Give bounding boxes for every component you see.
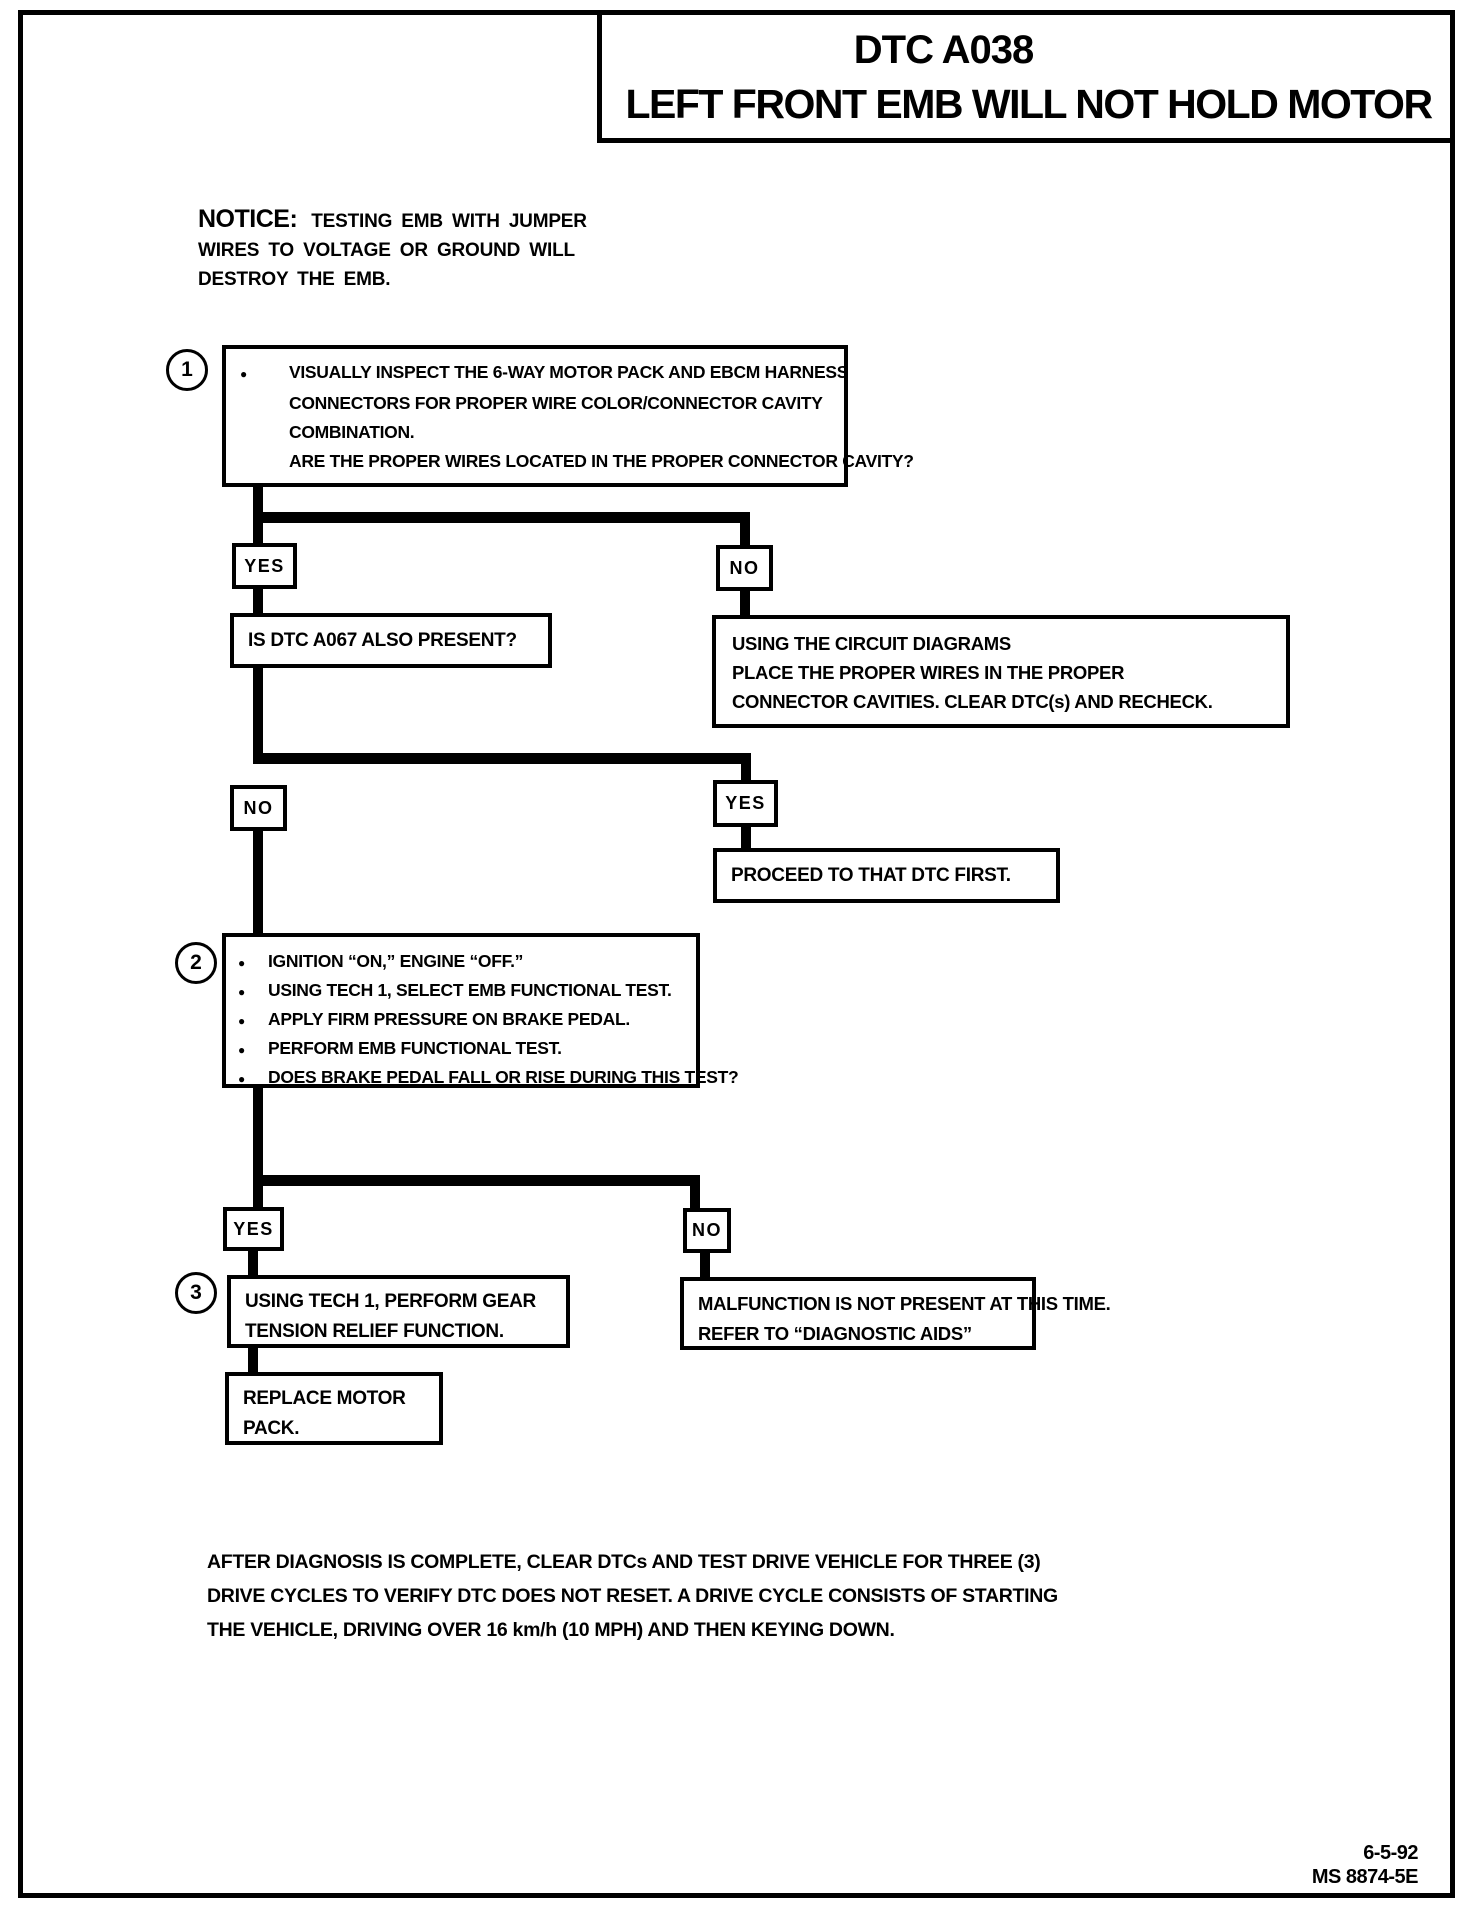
bottom-note-line: THE VEHICLE, DRIVING OVER 16 km/h (10 MP…	[207, 1619, 895, 1641]
step3-box: USING TECH 1, PERFORM GEAR TENSION RELIE…	[227, 1275, 570, 1348]
circuit-fix-line: CONNECTOR CAVITIES. CLEAR DTC(s) AND REC…	[732, 691, 1213, 712]
step2-box: ● IGNITION “ON,” ENGINE “OFF.” ● USING T…	[222, 933, 739, 1088]
step2-bullet: APPLY FIRM PRESSURE ON BRAKE PEDAL.	[268, 1009, 630, 1029]
page-subtitle: LEFT FRONT EMB WILL NOT HOLD MOTOR	[625, 81, 1433, 127]
circuit-fix-line: USING THE CIRCUIT DIAGRAMS	[732, 633, 1011, 654]
bottom-note-line: DRIVE CYCLES TO VERIFY DTC DOES NOT RESE…	[207, 1585, 1058, 1607]
connector-line	[253, 589, 263, 613]
proceed-box: PROCEED TO THAT DTC FIRST.	[713, 848, 1060, 903]
connector-line	[741, 827, 751, 848]
step2-number: 2	[190, 951, 202, 974]
no-label: NO	[729, 557, 760, 578]
connector-line	[253, 512, 750, 523]
bottom-note: AFTER DIAGNOSIS IS COMPLETE, CLEAR DTCs …	[207, 1545, 1167, 1647]
page-border	[18, 10, 1455, 1898]
connector-line	[248, 1251, 258, 1275]
step1-number: 1	[181, 358, 193, 381]
bullet-icon: ●	[238, 956, 245, 970]
notice-block: NOTICE: TESTING EMB WITH JUMPER WIRES TO …	[198, 205, 598, 294]
step3-line: TENSION RELIEF FUNCTION.	[245, 1321, 504, 1342]
step3-line: USING TECH 1, PERFORM GEAR	[245, 1291, 536, 1312]
malfunction-box: MALFUNCTION IS NOT PRESENT AT THIS TIME.…	[680, 1277, 1111, 1350]
no-node: NO	[230, 785, 287, 831]
bottom-note-line: AFTER DIAGNOSIS IS COMPLETE, CLEAR DTCs …	[207, 1551, 1041, 1573]
yes-node: YES	[223, 1207, 284, 1251]
malfunction-line: REFER TO “DIAGNOSTIC AIDS”	[698, 1323, 972, 1344]
step1-line: COMBINATION.	[289, 422, 415, 442]
footer-doc-number: MS 8874-5E	[1311, 1866, 1419, 1888]
footer-date: 6-5-92	[1363, 1842, 1418, 1864]
yes-label: YES	[725, 793, 766, 813]
connector-line	[740, 591, 750, 615]
no-label: NO	[692, 1220, 722, 1240]
bullet-icon: ●	[238, 1014, 245, 1028]
step2-bullet: PERFORM EMB FUNCTIONAL TEST.	[268, 1038, 562, 1058]
replace-line: PACK.	[243, 1418, 300, 1439]
yes-node: YES	[713, 780, 778, 827]
step1-box: ● VISUALLY INSPECT THE 6-WAY MOTOR PACK …	[222, 345, 914, 487]
connector-line	[253, 1175, 700, 1186]
no-label: NO	[243, 797, 274, 818]
step3-number: 3	[190, 1281, 202, 1304]
connector-line	[700, 1253, 710, 1277]
step3-number-circle: 3	[175, 1272, 217, 1314]
step1-number-circle: 1	[166, 349, 208, 391]
connector-line	[248, 1348, 258, 1372]
yes-label: YES	[233, 1218, 274, 1239]
no-node: NO	[683, 1208, 731, 1253]
connector-line	[253, 831, 263, 933]
bullet-icon: ●	[238, 1043, 245, 1057]
dtc-a067-question: IS DTC A067 ALSO PRESENT?	[248, 629, 517, 651]
connector-line	[740, 512, 750, 545]
notice-text: DESTROY THE EMB.	[198, 269, 391, 290]
yes-node: YES	[232, 543, 297, 589]
step2-bullet: DOES BRAKE PEDAL FALL OR RISE DURING THI…	[268, 1067, 739, 1087]
connector-line	[741, 753, 751, 780]
step1-line: VISUALLY INSPECT THE 6-WAY MOTOR PACK AN…	[289, 362, 849, 382]
connector-line	[253, 1088, 263, 1207]
circuit-fix-line: PLACE THE PROPER WIRES IN THE PROPER	[732, 662, 1125, 683]
connector-line	[253, 753, 746, 764]
header: DTC A038 LEFT FRONT EMB WILL NOT HOLD MO…	[597, 10, 1455, 143]
replace-motor-pack-box: REPLACE MOTOR PACK.	[225, 1372, 443, 1445]
bullet-icon: ●	[238, 985, 245, 999]
circuit-fix-box: USING THE CIRCUIT DIAGRAMS PLACE THE PRO…	[712, 615, 1290, 728]
step1-question: ARE THE PROPER WIRES LOCATED IN THE PROP…	[289, 451, 914, 471]
dtc-a067-question-box: IS DTC A067 ALSO PRESENT?	[230, 613, 552, 668]
connector-line	[253, 668, 263, 758]
notice-text: TESTING EMB WITH JUMPER	[311, 211, 587, 232]
proceed-text: PROCEED TO THAT DTC FIRST.	[731, 864, 1011, 886]
replace-line: REPLACE MOTOR	[243, 1388, 406, 1409]
step2-bullet: USING TECH 1, SELECT EMB FUNCTIONAL TEST…	[268, 980, 672, 1000]
notice-label: NOTICE:	[198, 205, 298, 233]
step1-line: CONNECTORS FOR PROPER WIRE COLOR/CONNECT…	[289, 393, 823, 413]
no-node: NO	[716, 545, 773, 591]
bullet-icon: ●	[238, 1072, 245, 1086]
step2-bullet: IGNITION “ON,” ENGINE “OFF.”	[268, 951, 524, 971]
notice-text: WIRES TO VOLTAGE OR GROUND WILL	[198, 240, 575, 261]
step2-number-circle: 2	[175, 942, 217, 984]
connector-line	[690, 1175, 700, 1208]
yes-label: YES	[244, 555, 285, 576]
page-title: DTC A038	[853, 28, 1034, 72]
footer-reference: 6-5-92 MS 8874-5E	[1160, 1841, 1419, 1889]
bullet-icon: ●	[240, 367, 247, 381]
malfunction-line: MALFUNCTION IS NOT PRESENT AT THIS TIME.	[698, 1293, 1111, 1314]
